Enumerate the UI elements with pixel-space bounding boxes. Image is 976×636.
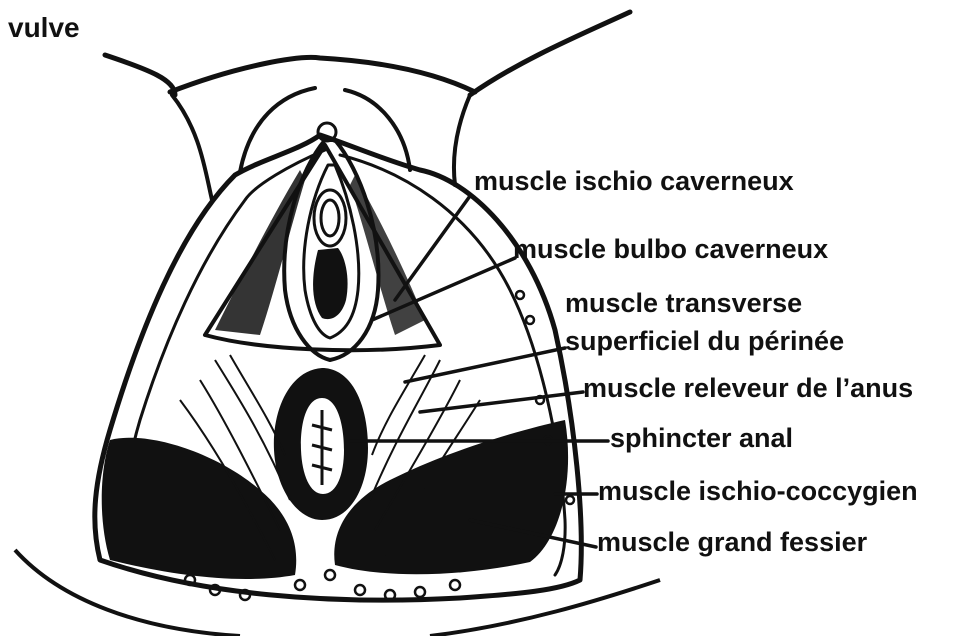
anal-slit (312, 410, 332, 485)
leader-releveur (420, 392, 583, 412)
label-releveur-anus: muscle releveur de l’anus (583, 375, 913, 402)
fat-lobule (355, 585, 365, 595)
diagram-title: vulve (8, 14, 80, 42)
urethral-meatus (321, 200, 339, 236)
fat-lobule (450, 580, 460, 590)
gluteus-left-mass (102, 438, 296, 579)
ischiocavernosus-left-mass (215, 170, 305, 335)
label-ischio-caverneux: muscle ischio caverneux (474, 168, 794, 195)
thigh-contour-right (470, 12, 630, 95)
urethral-meatus-ring (314, 190, 346, 246)
fat-lobule (526, 316, 534, 324)
fat-lobule (566, 496, 574, 504)
vestibule-dark-core (313, 248, 348, 319)
ischiocavernosus-right-mass (350, 175, 425, 335)
label-ischio-coccygien: muscle ischio-coccygien (598, 478, 918, 505)
pubic-contour (170, 57, 475, 92)
label-bulbo-caverneux: muscle bulbo caverneux (513, 236, 828, 263)
label-transverse-line1: muscle transverse (565, 290, 802, 317)
thigh-contour-left (105, 55, 175, 95)
label-grand-fessier: muscle grand fessier (597, 529, 867, 556)
fat-lobule (516, 291, 524, 299)
fat-lobule (325, 570, 335, 580)
thigh-inner-right (454, 95, 470, 185)
label-transverse-line2: superficiel du périnée (565, 328, 844, 355)
label-sphincter-anal: sphincter anal (610, 425, 793, 452)
fat-lobule (295, 580, 305, 590)
fat-lobule (415, 587, 425, 597)
leader-ischio-caverneux (395, 196, 470, 300)
thigh-inner-left (172, 95, 212, 200)
